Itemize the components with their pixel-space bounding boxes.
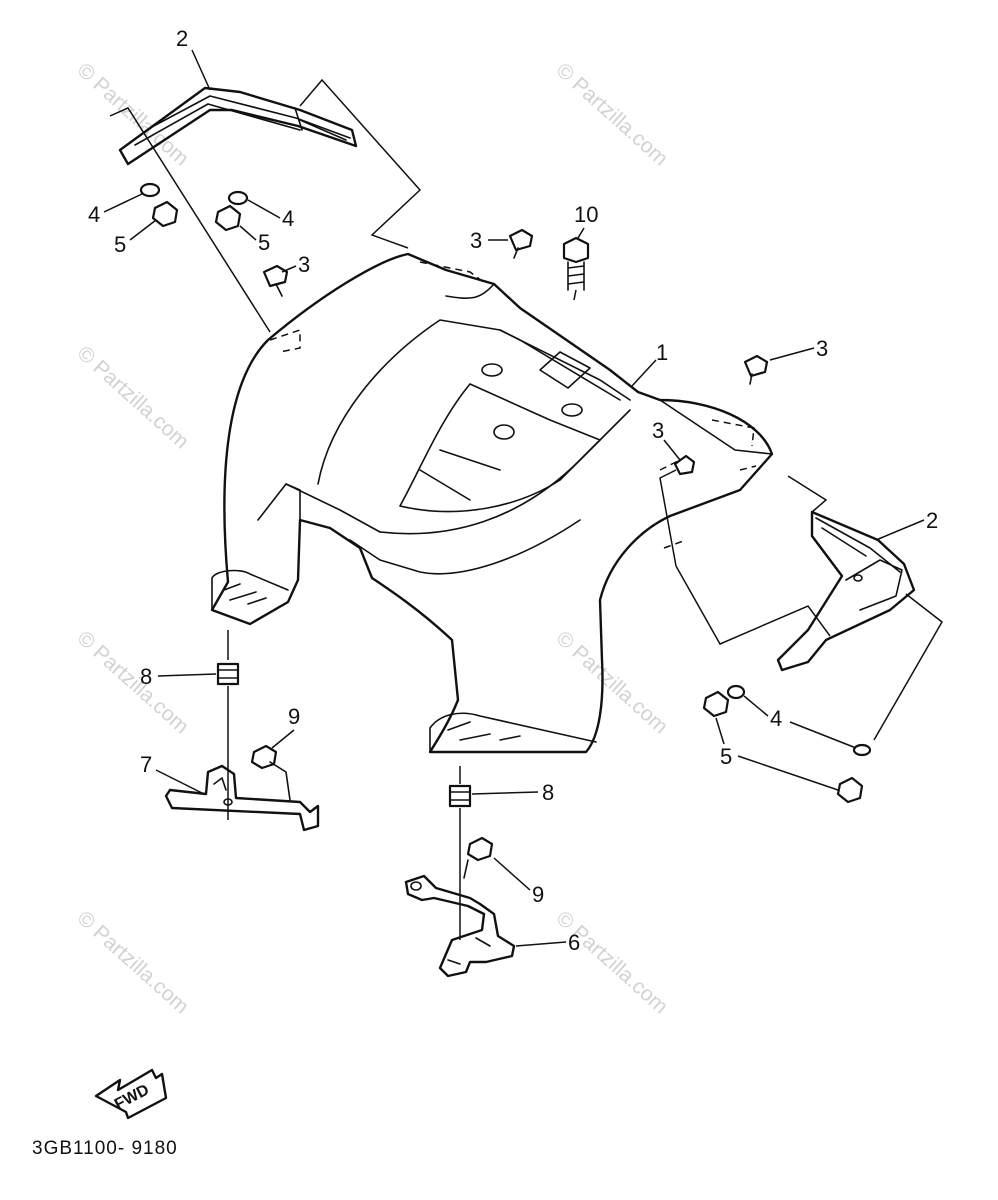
damper-8-left[interactable] — [216, 662, 240, 686]
callout-3-right-top: 3 — [816, 336, 828, 361]
bracket-7[interactable] — [164, 764, 320, 832]
bolt-9-center[interactable] — [463, 836, 494, 879]
damper-8-center[interactable] — [448, 784, 472, 808]
nut-5-far-right[interactable] — [836, 776, 864, 804]
callout-8-center: 8 — [542, 780, 554, 805]
callout-3-top: 3 — [470, 228, 482, 253]
watermark-7: © Partzilla.com — [552, 907, 673, 1019]
washer-4-center[interactable] — [227, 190, 249, 206]
callout-5-left: 5 — [114, 232, 126, 257]
bolt-3-top[interactable] — [508, 228, 534, 259]
callout-5-center: 5 — [258, 230, 270, 255]
washer-4-left[interactable] — [139, 182, 161, 198]
callout-10: 10 — [574, 202, 598, 227]
callout-4-left: 4 — [88, 202, 100, 227]
callout-9-center: 9 — [532, 882, 544, 907]
diagram-code: 3GB1100- 9180 — [32, 1138, 178, 1159]
watermark-4: © Partzilla.com — [73, 627, 194, 739]
bracket-6[interactable] — [404, 874, 516, 978]
callout-4-center: 4 — [282, 206, 294, 231]
leader-left-frame — [109, 78, 422, 333]
callout-3-left: 3 — [298, 252, 310, 277]
washer-4-far-right[interactable] — [852, 743, 872, 757]
callout-8-left: 8 — [140, 664, 152, 689]
watermark-6: © Partzilla.com — [73, 907, 194, 1019]
mudflap-left[interactable] — [118, 86, 358, 166]
nut-5-right[interactable] — [702, 690, 730, 718]
callout-9-left: 9 — [288, 704, 300, 729]
bolt-10[interactable] — [562, 236, 590, 301]
callout-1: 1 — [656, 340, 668, 365]
nut-5-center[interactable] — [214, 204, 242, 232]
bolt-3-right-top[interactable] — [743, 354, 769, 385]
watermark-5: © Partzilla.com — [552, 627, 673, 739]
leader-right-frame — [659, 469, 943, 741]
callout-2-right: 2 — [926, 508, 938, 533]
mudflap-right[interactable] — [776, 510, 916, 672]
fwd-arrow: FWD — [94, 1068, 168, 1120]
rear-fender[interactable] — [210, 252, 774, 754]
watermark-2: © Partzilla.com — [552, 59, 673, 171]
callout-4-right: 4 — [770, 706, 782, 731]
callout-7: 7 — [140, 752, 152, 777]
watermark-3: © Partzilla.com — [73, 342, 194, 454]
bolt-3-right-mid[interactable] — [673, 454, 696, 476]
nut-5-left[interactable] — [151, 200, 179, 228]
callout-6: 6 — [568, 930, 580, 955]
callouts: 2 4 5 4 5 3 3 10 1 3 3 2 8 9 7 4 5 — [88, 26, 938, 955]
washer-4-right[interactable] — [726, 684, 746, 700]
bolt-9-left[interactable] — [250, 744, 291, 801]
callout-2-left: 2 — [176, 26, 188, 51]
bolt-3-left[interactable] — [262, 264, 289, 297]
callout-3-right-mid: 3 — [652, 418, 664, 443]
callout-5-right: 5 — [720, 744, 732, 769]
